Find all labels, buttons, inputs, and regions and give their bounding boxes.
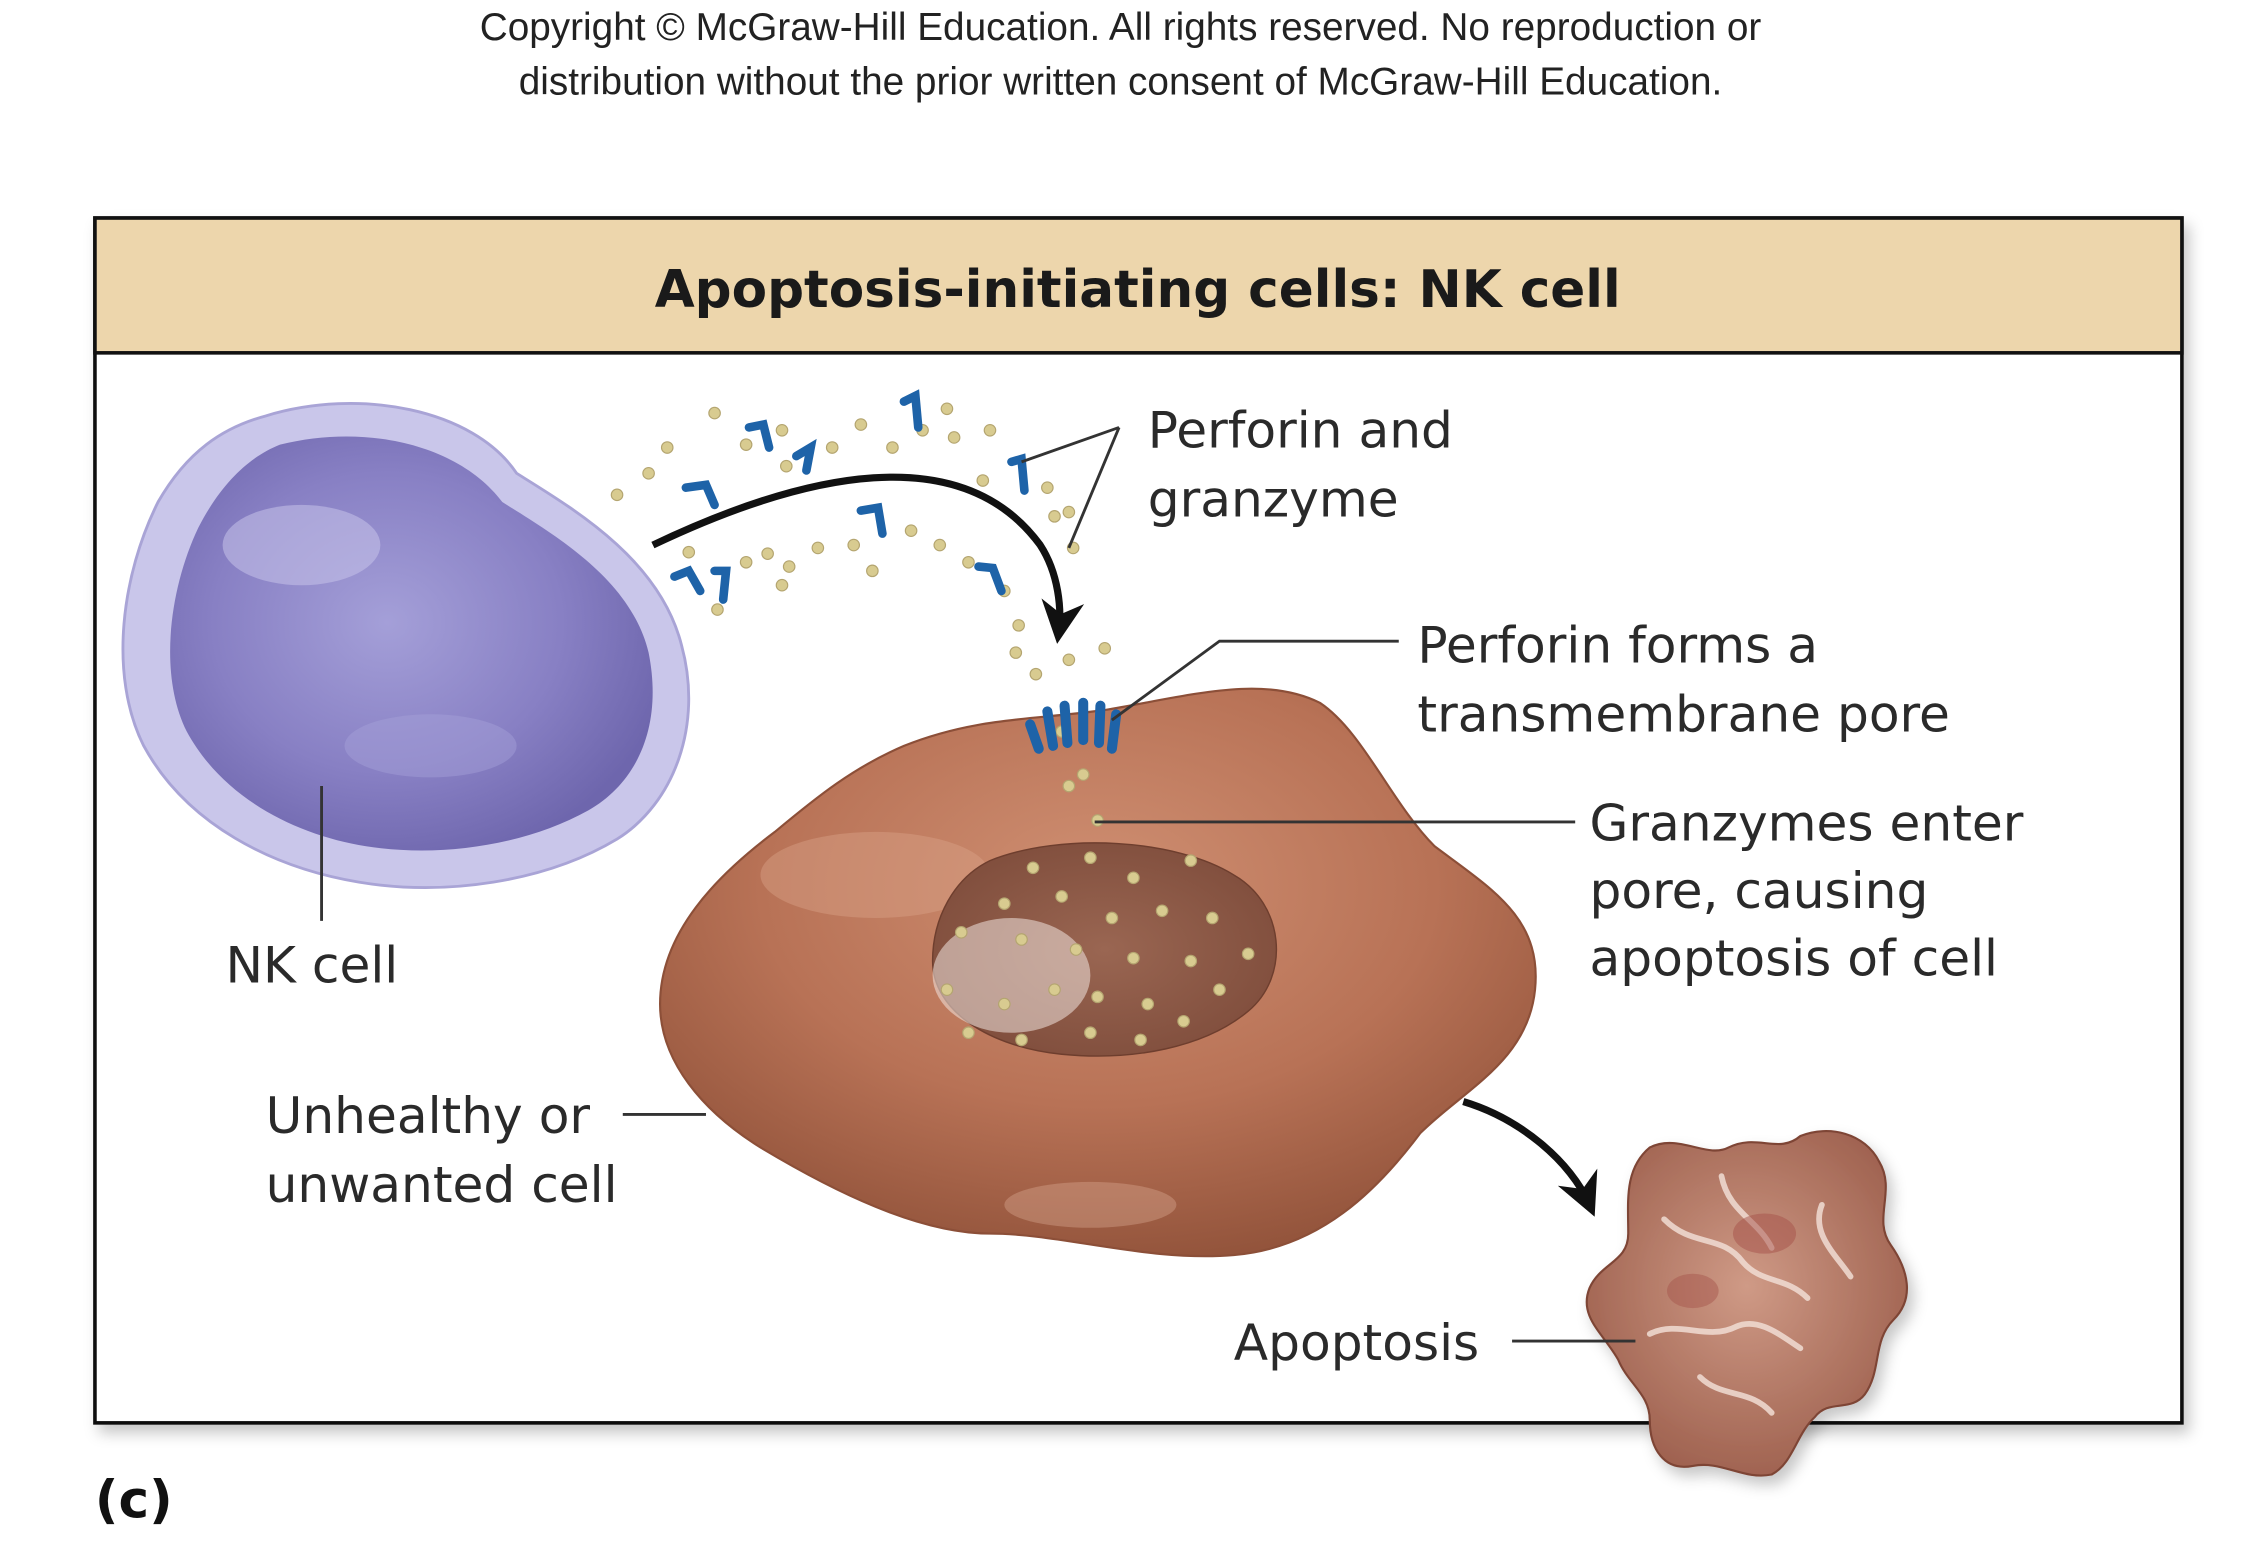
label-perforin-line-1: Perforin and (1148, 401, 1453, 460)
panel-label: (c) (95, 1471, 173, 1531)
copyright-line-2: distribution without the prior written c… (518, 60, 1723, 104)
apoptosis-arrow (1462, 1098, 1598, 1217)
apoptotic-cell-illustration (1512, 1130, 1908, 1477)
label-nk-cell: NK cell (225, 936, 398, 995)
label-granzymes-line-1: Granzymes enter (1590, 794, 2024, 853)
label-unhealthy-line-2: unwanted cell (266, 1155, 618, 1214)
target-cell-leaders (622, 639, 1576, 1116)
label-granzymes-line-3: apoptosis of cell (1590, 928, 1998, 987)
label-unhealthy-cell: Unhealthy or unwanted cell (266, 1086, 618, 1214)
label-perforin-and-granzyme: Perforin and granzyme (1148, 401, 1469, 529)
label-granzymes-line-2: pore, causing (1590, 861, 1929, 920)
label-pore-line-1: Perforin forms a (1417, 616, 1818, 675)
label-apoptosis: Apoptosis (1234, 1313, 1479, 1372)
title-bar (93, 216, 2184, 355)
perforin-granzyme-leaders (1021, 426, 1121, 549)
label-perforin-line-2: granzyme (1148, 469, 1399, 528)
target-cell-illustration (658, 687, 1537, 1258)
diagram-title: Apoptosis-initiating cells: NK cell (655, 260, 1621, 320)
label-unhealthy-line-1: Unhealthy or (266, 1086, 591, 1145)
label-pore-line-2: transmembrane pore (1417, 685, 1950, 744)
copyright-notice: Copyright © McGraw-Hill Education. All r… (0, 0, 2241, 109)
perforin-granzyme-particles (610, 389, 1112, 681)
label-granzymes-enter: Granzymes enter pore, causing apoptosis … (1590, 794, 2040, 988)
nk-cell-illustration (121, 402, 691, 921)
copyright-line-1: Copyright © McGraw-Hill Education. All r… (479, 5, 1762, 49)
label-perforin-pore: Perforin forms a transmembrane pore (1417, 616, 1950, 744)
